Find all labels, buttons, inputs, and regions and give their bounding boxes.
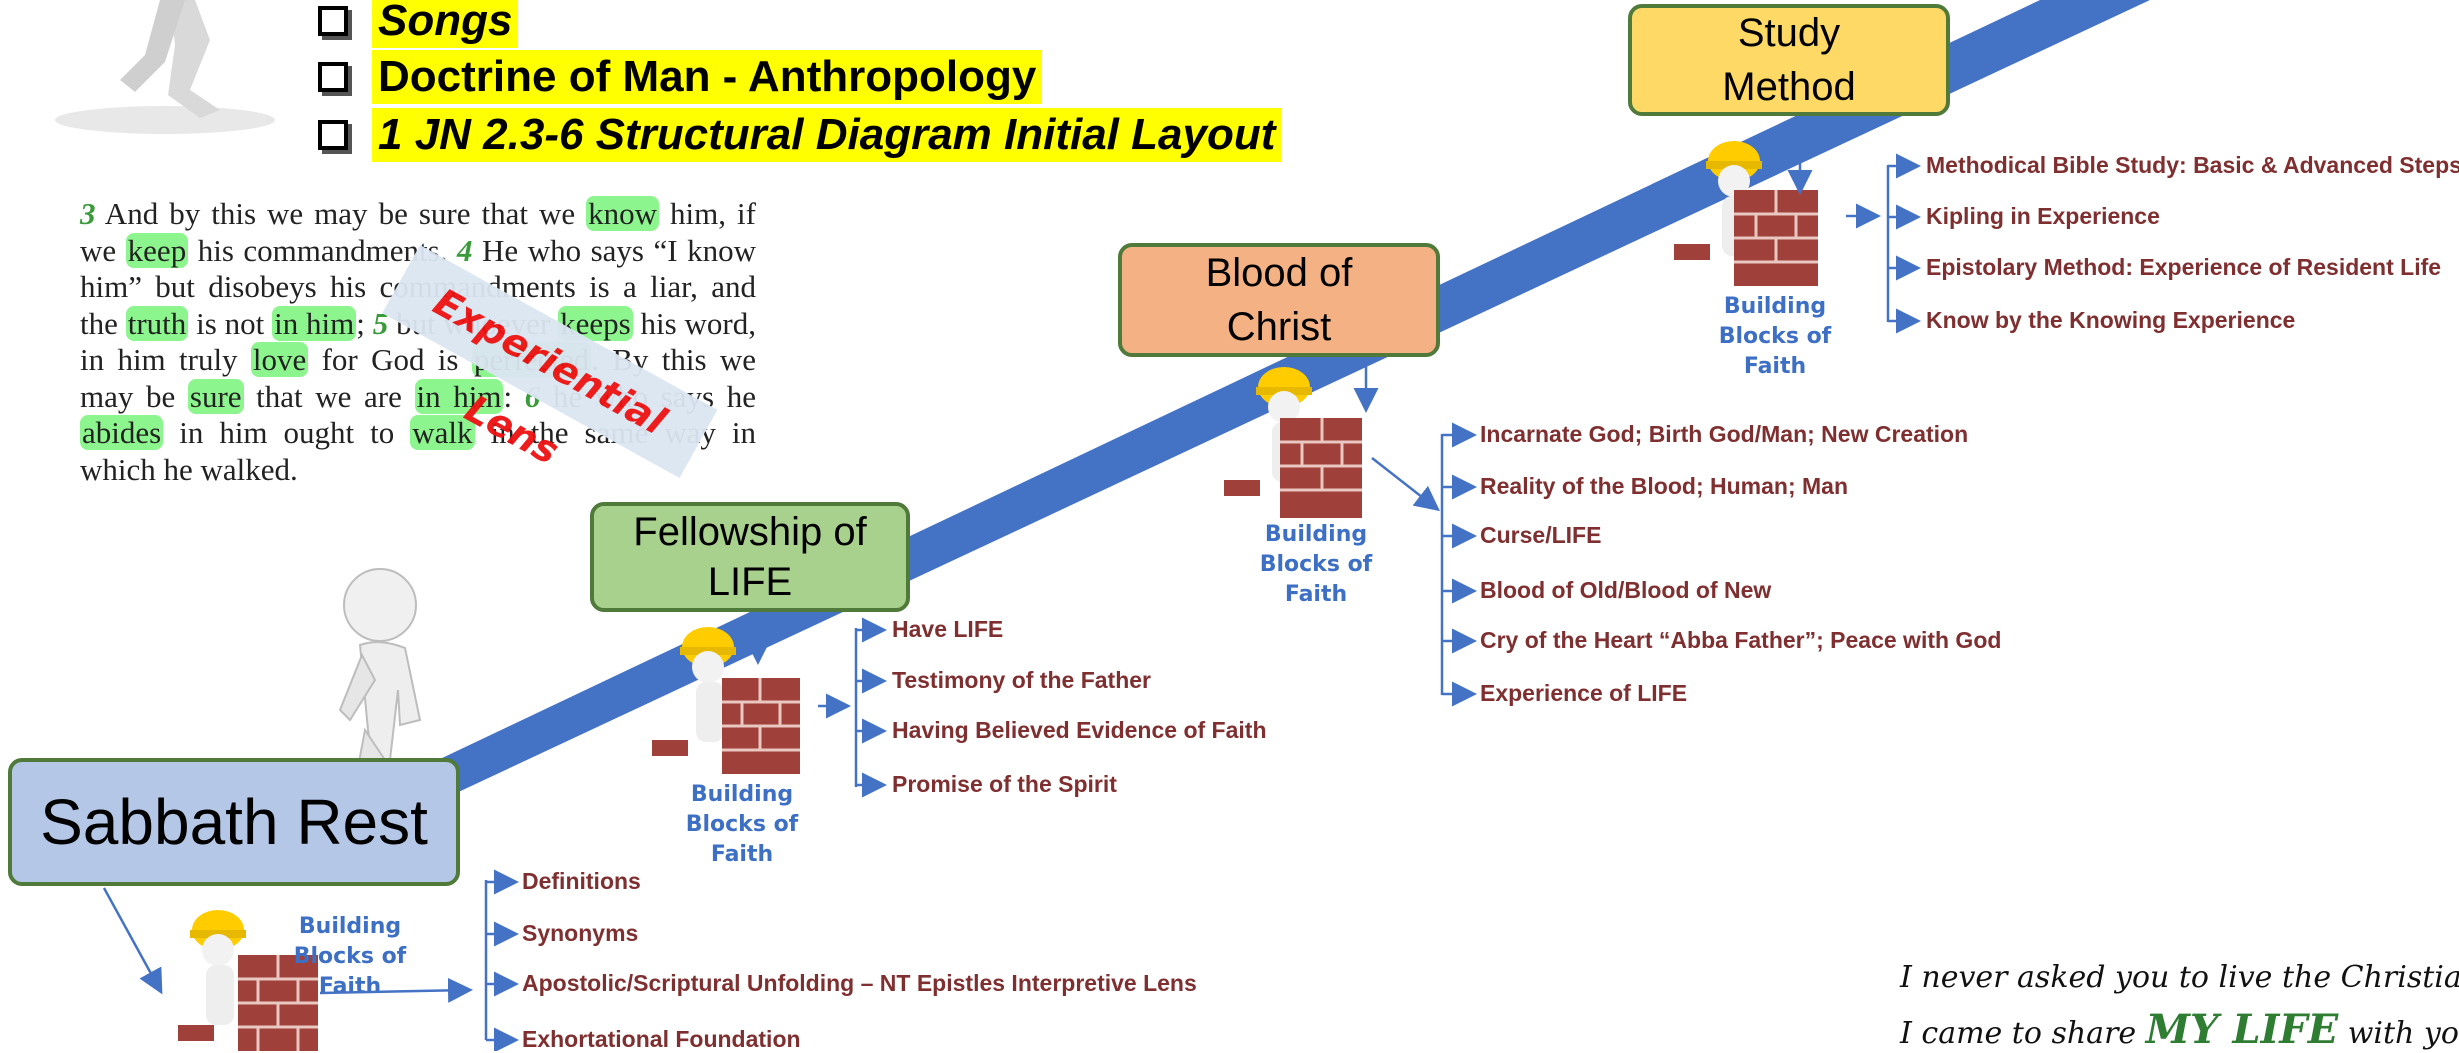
verse-text: And by this we may be sure that we [95,196,587,231]
highlighted-word: abides [80,415,164,450]
list-item: Definitions [522,868,641,894]
builder-bricks-icon [652,627,800,774]
list-item: Kipling in Experience [1926,203,2160,229]
list-item: Promise of the Spirit [892,771,1117,797]
checklist-label: Doctrine of Man - Anthropology [372,50,1043,104]
quote-suffix: with you. [2347,1016,2459,1051]
stage-box-sabbath-rest: Sabbath Rest [8,758,460,886]
list-item: Apostolic/Scriptural Unfolding – NT Epis… [522,970,1197,996]
stage-title: Study Method [1722,11,1856,109]
building-blocks-label: Building Blocks of Faith [293,914,407,999]
checkbox-icon [318,120,348,150]
verse-text: his commandments. [188,232,457,268]
highlighted-word: love [250,342,309,377]
highlighted-word: keep [125,232,189,268]
checklist-label: 1 JN 2.3-6 Structural Diagram Initial La… [372,108,1282,162]
stage-title: Fellowship of LIFE [633,510,867,604]
stage-box-fellowship: Fellowship of LIFE [590,502,910,612]
stage-box-blood-of-christ: Blood of Christ [1118,243,1440,357]
quote-line-1: I never asked you to live the Christian … [1900,960,2459,995]
quote-line-2: I came to share MY LIFE with you. [1900,1006,2459,1053]
verse-text: him, if we [80,196,756,268]
verse-text: his word, in him truly [80,305,757,378]
verse-number: 4 [457,232,473,268]
list-item: Reality of the Blood; Human; Man [1480,473,1848,499]
stage-title: Sabbath Rest [40,786,428,858]
building-blocks-label: Building Blocks of Faith [1718,294,1832,379]
list-item: Cry of the Heart “Abba Father”; Peace wi… [1480,627,2002,653]
checkbox-icon [318,6,348,36]
builder-bricks-icon [1674,141,1818,286]
list-item: Synonyms [522,920,639,946]
checklist-item-structural: 1 JN 2.3-6 Structural Diagram Initial La… [318,108,1282,162]
quote-prefix: I came to share [1900,1016,2146,1051]
checklist-label: Songs [372,0,519,48]
list-item: Blood of Old/Blood of New [1480,577,1772,603]
list-item: Incarnate God; Birth God/Man; New Creati… [1480,421,1969,447]
list-item: Curse/LIFE [1480,522,1602,548]
verse-text: ; [356,305,373,341]
list-item: Experience of LIFE [1480,680,1688,706]
stage-box-study-method: Study Method [1628,4,1950,116]
checklist-item-songs: Songs [318,0,519,48]
checkbox-icon [318,62,348,92]
verse-text: is not [188,305,273,341]
list-item: Having Believed Evidence of Faith [892,717,1267,743]
verse-text: He who says “I know him” but disobeys hi… [80,232,756,341]
verse-text: for God is [308,342,472,377]
building-blocks-label: Building Blocks of Faith [1259,522,1373,607]
highlighted-word: truth [125,305,189,341]
list-item: Methodical Bible Study: Basic & Advanced… [1926,152,2459,178]
stage-title: Blood of Christ [1205,251,1353,349]
verse-text: in him ought to [163,415,411,450]
building-blocks-label: Building Blocks of Faith [685,782,799,867]
list-item: Exhortational Foundation [522,1026,801,1052]
builder-bricks-icon [1224,367,1362,518]
running-figure-icon [55,0,275,134]
builder-bricks-icon [178,910,318,1051]
checklist-item-doctrine: Doctrine of Man - Anthropology [318,50,1043,104]
highlighted-word: know [586,196,660,231]
verse-number: 3 [80,196,96,231]
list-item: Know by the Knowing Experience [1926,307,2296,333]
list-item: Epistolary Method: Experience of Residen… [1926,254,2442,280]
verse-text: that we are [243,378,415,414]
list-item: Testimony of the Father [892,667,1151,693]
list-item: Have LIFE [892,616,1004,642]
highlighted-word: in him [272,305,357,341]
highlighted-word: sure [187,378,244,414]
quote-emphasis: MY LIFE [2145,1006,2339,1053]
